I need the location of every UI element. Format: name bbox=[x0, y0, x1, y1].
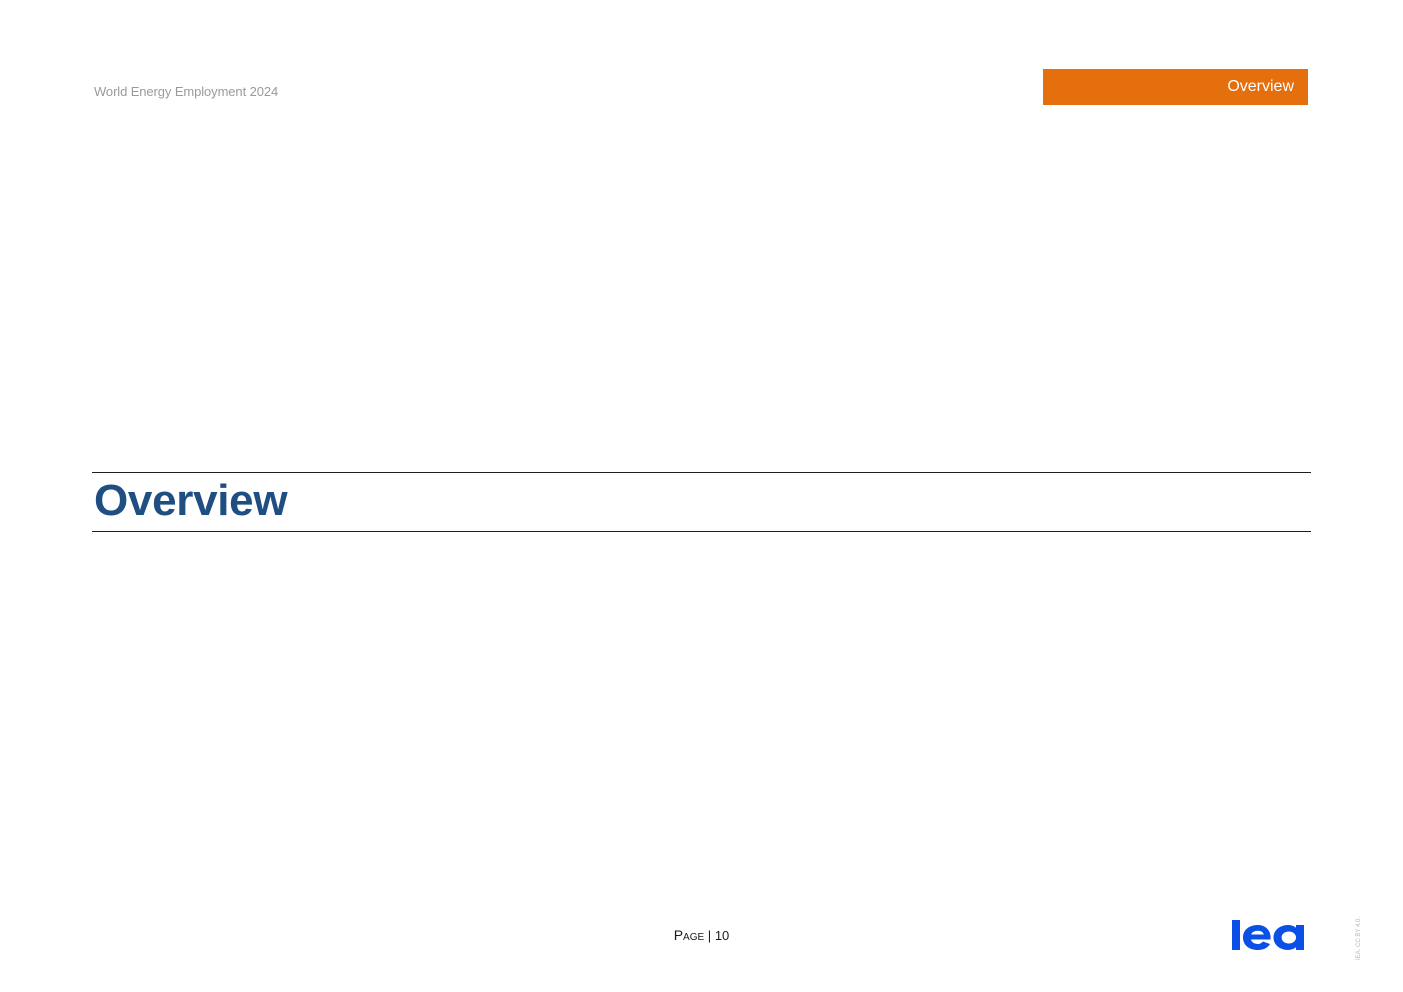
license-note: IEA. CC BY 4.0. bbox=[1356, 917, 1362, 960]
page-number: 10 bbox=[714, 928, 730, 943]
section-tab: Overview bbox=[1043, 69, 1308, 105]
page-label: Page bbox=[673, 927, 705, 943]
heading-rule-top bbox=[92, 472, 1311, 473]
page-separator: | bbox=[707, 928, 712, 943]
report-title: World Energy Employment 2024 bbox=[94, 84, 279, 99]
page-footer: Page | 10 bbox=[0, 927, 1403, 943]
section-heading: Overview bbox=[94, 476, 288, 525]
iea-logo bbox=[1230, 917, 1310, 958]
heading-rule-bottom bbox=[92, 531, 1311, 532]
